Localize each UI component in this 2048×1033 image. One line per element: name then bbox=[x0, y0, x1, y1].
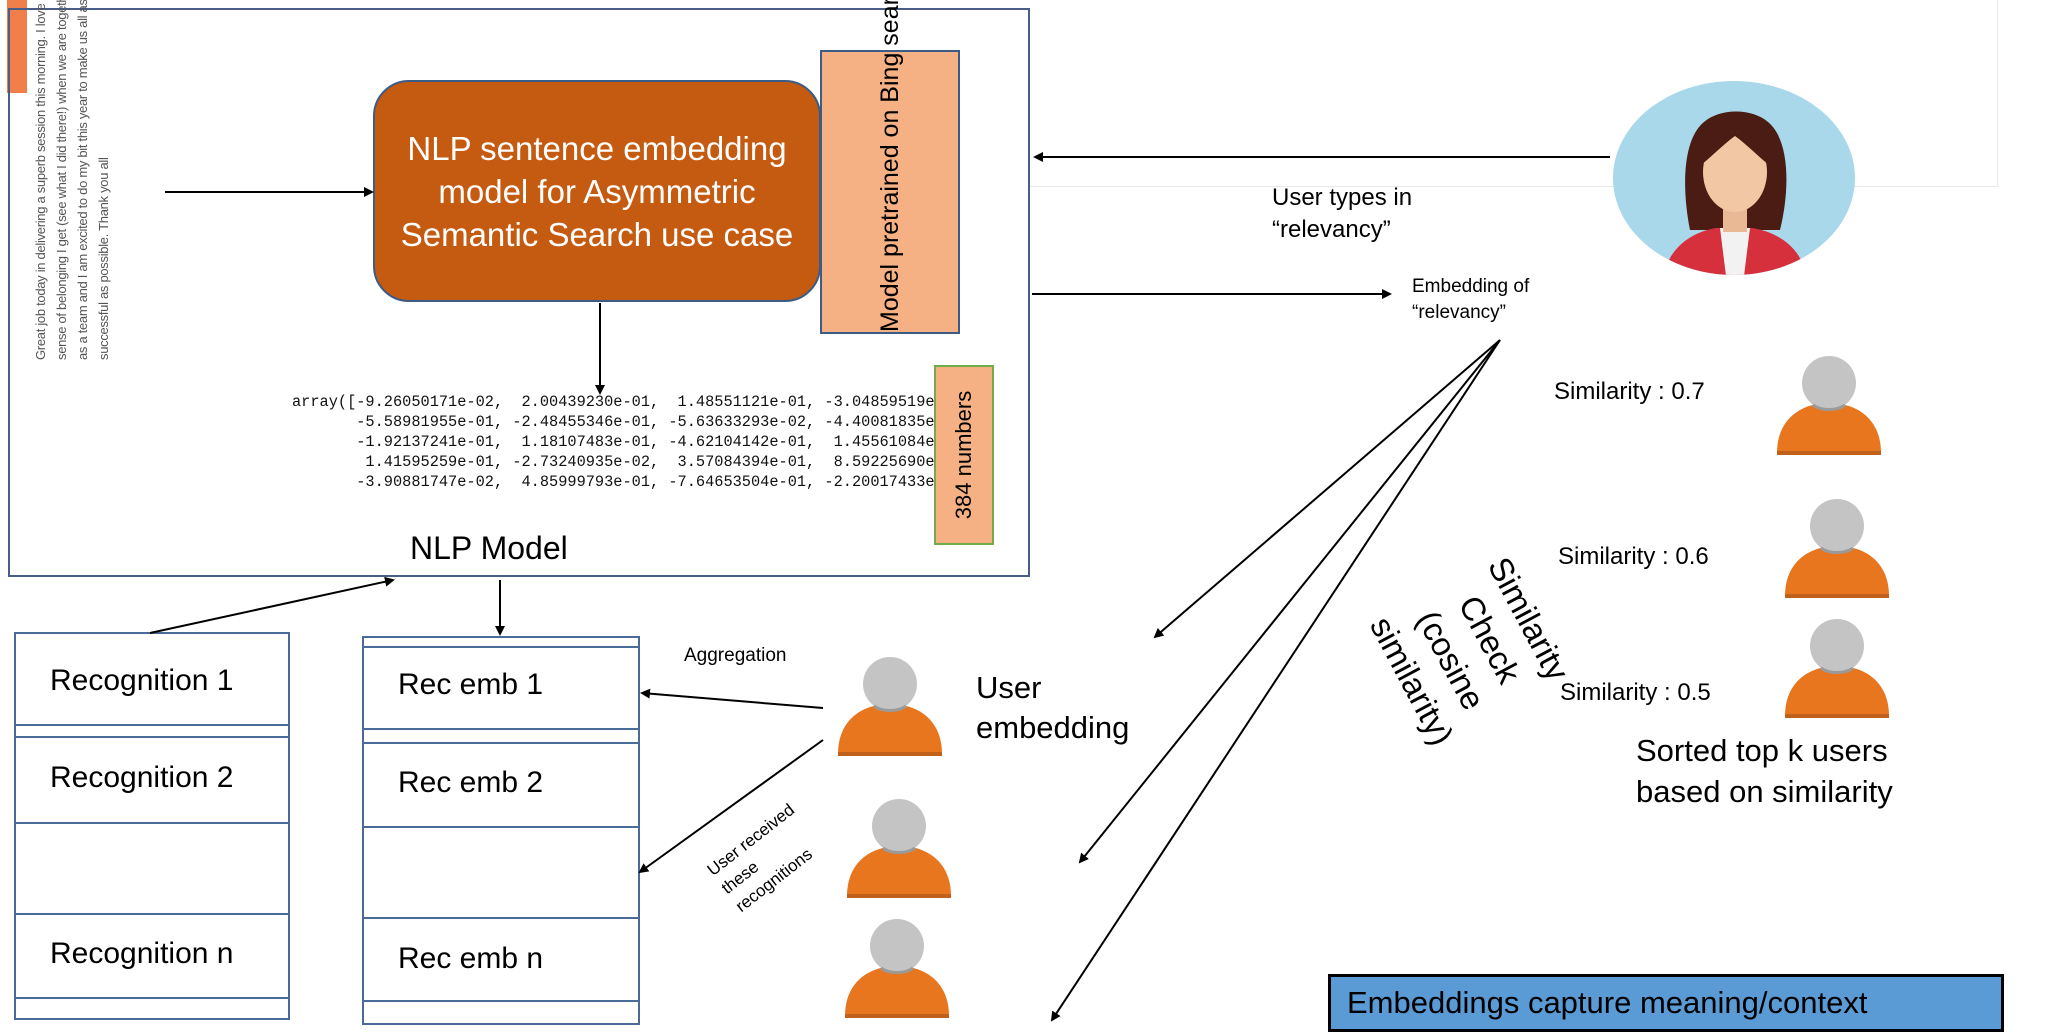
arrow-user-received bbox=[638, 739, 824, 874]
person-icon bbox=[1785, 499, 1889, 598]
rec-embeddings-table: Rec emb 1 Rec emb 2 Rec emb n bbox=[362, 636, 640, 1025]
sorted-users-label: Sorted top k users based on similarity bbox=[1636, 733, 1893, 809]
aggregation-label: Aggregation bbox=[684, 645, 787, 666]
similarity-score: Similarity : 0.6 bbox=[1558, 543, 1709, 570]
user-embedding-label: User embedding bbox=[976, 670, 1130, 745]
person-icon bbox=[1785, 619, 1889, 718]
person-icon bbox=[1777, 356, 1881, 455]
nlp-model-box: NLP sentence embedding model for Asymmet… bbox=[373, 80, 821, 302]
rec-embedding-item: Rec emb 1 bbox=[398, 668, 544, 701]
embedding-array: array([-9.26050171e-02, 2.00439230e-01, … bbox=[292, 392, 971, 492]
similarity-score: Similarity : 0.5 bbox=[1560, 679, 1711, 706]
background-panel bbox=[1030, 0, 1998, 187]
rec-embedding-item: Rec emb 2 bbox=[398, 766, 544, 799]
array-line: array([-9.26050171e-02, 2.00439230e-01, … bbox=[292, 393, 972, 411]
arrow-recognitions-to-model bbox=[149, 576, 395, 634]
similarity-score: Similarity : 0.7 bbox=[1554, 378, 1705, 405]
nlp-model-frame bbox=[8, 8, 1030, 577]
pretrained-box: Model pretrained on Bing search engine (… bbox=[820, 0, 960, 334]
person-icon bbox=[838, 657, 942, 756]
person-icon bbox=[847, 799, 951, 898]
array-line: -5.58981955e-01, -2.48455346e-01, -5.636… bbox=[292, 413, 972, 431]
embedding-of-label: Embedding of “relevancy” bbox=[1412, 276, 1530, 323]
person-icon bbox=[845, 919, 949, 1018]
recognitions-table: Recognition 1 Recognition 2 Recognition … bbox=[14, 632, 290, 1020]
user-types-label: User types in “relevancy” bbox=[1272, 184, 1413, 243]
recognition-item: Recognition n bbox=[50, 937, 234, 970]
arrow-similarity-1 bbox=[1153, 339, 1501, 639]
user-avatar-icon bbox=[1613, 81, 1855, 275]
nlp-model-title: NLP sentence embedding model for Asymmet… bbox=[400, 129, 794, 253]
arrow-similarity-2 bbox=[1078, 339, 1501, 864]
arrow-similarity-3 bbox=[1050, 339, 1501, 1022]
rec-embedding-item: Rec emb n bbox=[398, 942, 544, 975]
recognition-item: Recognition 1 bbox=[50, 664, 234, 697]
nlp-model-label: NLP Model bbox=[410, 530, 568, 566]
numbers-box: 384 numbers bbox=[934, 365, 994, 545]
orange-tab-decoration bbox=[7, 0, 27, 93]
recognition-item: Recognition 2 bbox=[50, 761, 234, 794]
embeddings-note-text: Embeddings capture meaning/context bbox=[1347, 985, 1868, 1020]
arrow-aggregation bbox=[640, 688, 824, 709]
embeddings-note: Embeddings capture meaning/context bbox=[1328, 974, 2004, 1032]
